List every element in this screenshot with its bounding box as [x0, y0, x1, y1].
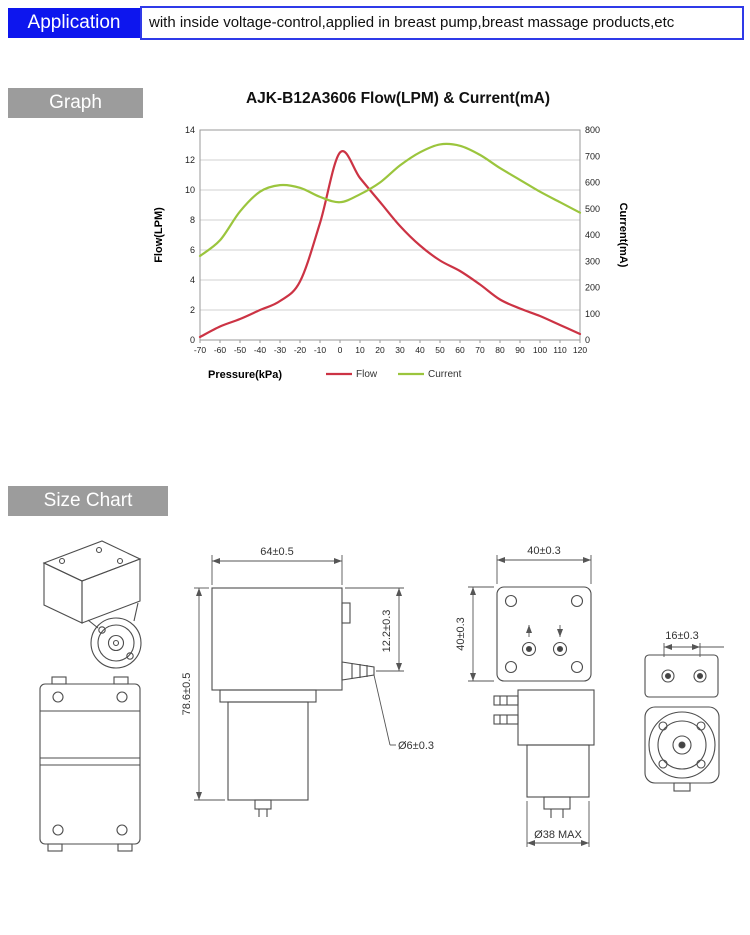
svg-text:20: 20	[375, 345, 385, 355]
svg-text:12: 12	[185, 155, 195, 165]
dim-port-offset-label: 12.2±0.3	[381, 610, 393, 653]
svg-text:700: 700	[585, 151, 600, 161]
left-axis-tick-labels: 0 2 4 6 8 10 12 14	[185, 125, 195, 345]
chart-title: AJK-B12A3606 Flow(LPM) & Current(mA)	[245, 90, 550, 107]
isometric-view	[42, 540, 142, 669]
svg-text:500: 500	[585, 204, 600, 214]
svg-text:70: 70	[475, 345, 485, 355]
svg-text:110: 110	[553, 345, 567, 355]
svg-text:-60: -60	[214, 345, 227, 355]
svg-text:800: 800	[585, 125, 600, 135]
size-chart-section-label: Size Chart	[8, 486, 168, 516]
application-section-label: Application	[8, 8, 140, 38]
dim-port-diameter-label: Ø6±0.3	[398, 740, 434, 752]
svg-text:10: 10	[185, 185, 195, 195]
dim-body-height-label: 78.6±0.5	[181, 673, 193, 716]
dim-top-depth-label: 40±0.3	[455, 617, 467, 651]
application-description: with inside voltage-control,applied in b…	[140, 6, 744, 40]
svg-text:0: 0	[190, 335, 195, 345]
flow-current-chart-svg: 024681012140100200300400500600700800-70-…	[153, 125, 629, 381]
svg-text:10: 10	[355, 345, 365, 355]
side-view-dimensions	[194, 555, 404, 801]
svg-text:-50: -50	[234, 345, 247, 355]
svg-text:40: 40	[415, 345, 425, 355]
left-axis-title: Flow(LPM)	[153, 207, 165, 263]
svg-text:100: 100	[585, 309, 600, 319]
svg-text:2: 2	[190, 305, 195, 315]
front-view	[39, 676, 141, 852]
svg-text:0: 0	[585, 335, 590, 345]
top-view	[496, 586, 592, 682]
svg-text:-20: -20	[294, 345, 307, 355]
svg-text:0: 0	[338, 345, 343, 355]
dim-top-width-label: 40±0.3	[527, 545, 561, 557]
svg-text:400: 400	[585, 230, 600, 240]
dim-body-width-label: 64±0.5	[260, 546, 294, 558]
svg-text:100: 100	[533, 345, 547, 355]
end-view	[644, 654, 719, 698]
dim-head-depth-label: 16±0.3	[665, 630, 699, 642]
svg-text:300: 300	[585, 256, 600, 266]
svg-text:600: 600	[585, 178, 600, 188]
svg-text:6: 6	[190, 245, 195, 255]
svg-text:8: 8	[190, 215, 195, 225]
right-axis-title: Current(mA)	[617, 203, 629, 268]
motor-face-view	[644, 706, 720, 792]
current-series-line	[198, 142, 582, 258]
svg-text:200: 200	[585, 283, 600, 293]
flow-current-chart: AJK-B12A3606 Flow(LPM) & Current(mA) 0 2 4…	[148, 86, 648, 394]
flow-series-line	[198, 150, 582, 339]
svg-text:-30: -30	[274, 345, 287, 355]
x-axis-title: Pressure(kPa)	[208, 369, 282, 381]
svg-text:14: 14	[185, 125, 195, 135]
x-axis-tick-labels: -70 -60 -50 -40 -30 -20 -10 0 10 20 30 40 50 60 70 80 90…	[194, 345, 588, 355]
svg-text:60: 60	[455, 345, 465, 355]
svg-text:80: 80	[495, 345, 505, 355]
front-view-ports	[493, 689, 595, 818]
svg-text:-70: -70	[194, 345, 207, 355]
flow-legend-label: Flow	[356, 369, 378, 380]
svg-text:30: 30	[395, 345, 405, 355]
svg-text:90: 90	[515, 345, 525, 355]
current-legend-label: Current	[428, 369, 462, 380]
head-depth-dimension	[663, 643, 724, 657]
dim-motor-diameter-label: Ø38 MAX	[534, 829, 582, 841]
svg-text:-10: -10	[314, 345, 327, 355]
size-chart-drawing: 64±0.5 78.6±0.5 12.2±0.3 Ø6±0.3 40±0.3 4…	[39, 540, 724, 852]
graph-section-label: Graph	[8, 88, 143, 118]
motor-diameter-dimension	[526, 801, 590, 847]
svg-text:50: 50	[435, 345, 445, 355]
side-view	[211, 587, 375, 817]
svg-text:120: 120	[573, 345, 587, 355]
right-axis-tick-labels: 0 100 200 300 400 500 600 700 800	[585, 125, 600, 345]
svg-text:4: 4	[190, 275, 195, 285]
top-view-dimensions	[468, 555, 592, 682]
svg-text:-40: -40	[254, 345, 267, 355]
